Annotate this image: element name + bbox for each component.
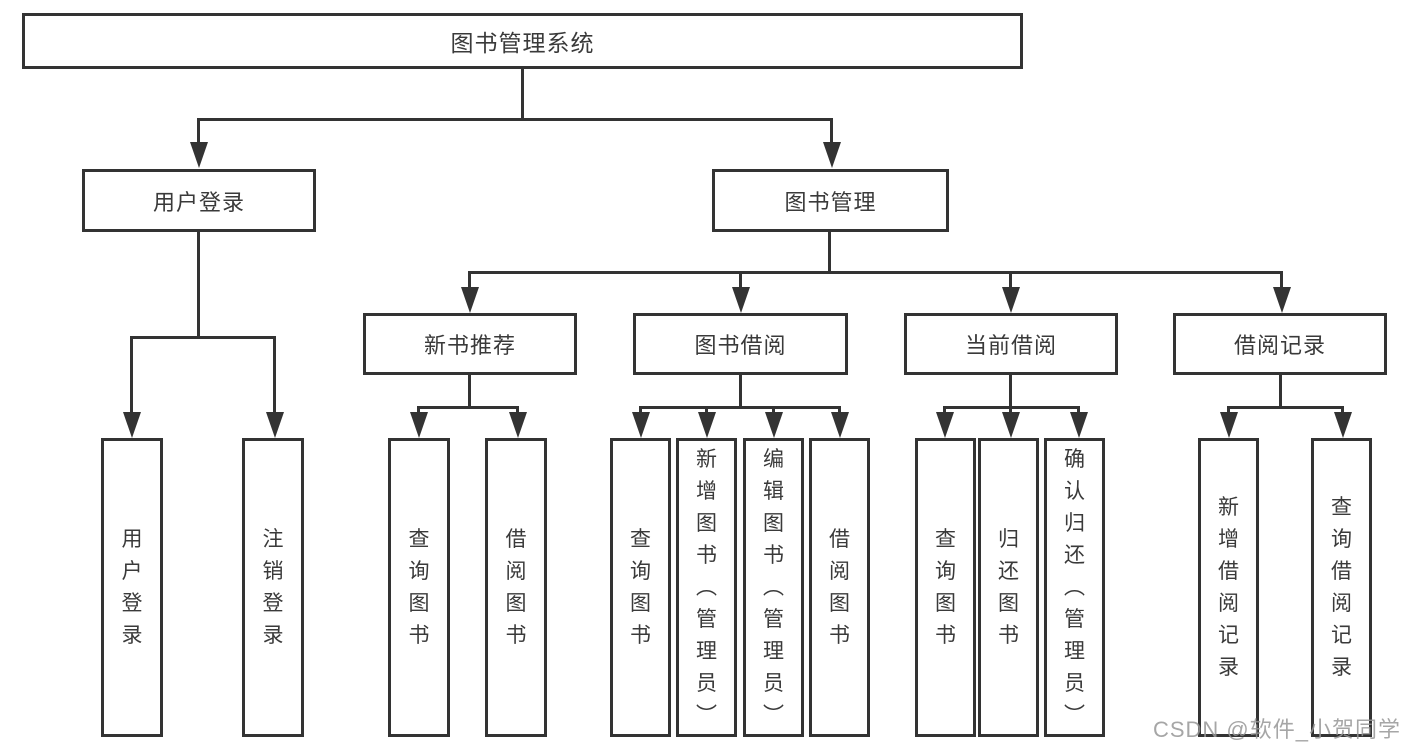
arrow-down-icon [1334,412,1352,438]
node-root: 图书管理系统 [22,13,1023,69]
line [739,271,742,291]
node-book-management-label: 图书管理 [784,189,877,215]
line [1227,406,1230,416]
line [705,406,708,416]
arrow-down-icon [823,142,841,168]
arrow-down-icon [765,412,783,438]
arrow-down-icon [936,412,954,438]
arrow-down-icon [632,412,650,438]
arrow-down-icon [410,412,428,438]
leaf-rec-borrow-books: 借阅图书 [485,438,547,737]
node-book-borrow-label: 图书借阅 [694,333,787,358]
leaf-current-return-books-label: 归还图书 [998,527,1019,647]
leaf-borrow-add-books-label: 新增图书︵管理员︶ [696,447,717,727]
node-borrow-records: 借阅记录 [1173,313,1387,375]
leaf-rec-query-books-label: 查询图书 [408,527,430,647]
line [197,118,833,121]
arrow-down-icon [732,287,750,313]
leaf-records-query-record: 查询借阅记录 [1311,438,1372,737]
line [1009,271,1012,291]
arrow-down-icon [190,142,208,168]
line [1280,271,1283,291]
leaf-rec-borrow-books-label: 借阅图书 [505,527,527,647]
leaf-current-confirm-return-label: 确认归还︵管理员︶ [1064,447,1085,727]
line [468,271,1283,274]
leaf-borrow-query-books-label: 查询图书 [630,527,651,647]
arrow-down-icon [1070,412,1088,438]
node-book-borrow: 图书借阅 [633,313,848,375]
node-user-login-label: 用户登录 [152,189,245,215]
line [516,406,519,416]
line [1009,375,1012,408]
line [273,336,276,414]
line [197,118,200,144]
leaf-borrow-borrow-books-label: 借阅图书 [829,527,850,647]
line [417,406,519,409]
watermark: CSDN @软件_小贺同学 [1152,717,1401,742]
leaf-records-add-record: 新增借阅记录 [1198,438,1259,737]
arrow-down-icon [1002,287,1020,313]
leaf-current-query-books: 查询图书 [915,438,976,737]
arrow-down-icon [461,287,479,313]
line [943,406,946,416]
leaf-records-query-record-label: 查询借阅记录 [1331,495,1352,679]
leaf-logout-label: 注销登录 [262,527,284,647]
arrow-down-icon [123,412,141,438]
leaf-current-query-books-label: 查询图书 [935,527,956,647]
node-borrow-records-label: 借阅记录 [1233,333,1326,358]
leaf-borrow-add-books: 新增图书︵管理员︶ [676,438,737,737]
line [197,232,200,338]
arrow-down-icon [1002,412,1020,438]
line [1077,406,1080,416]
node-new-book-recommend: 新书推荐 [363,313,577,375]
node-book-management: 图书管理 [712,169,949,232]
line [828,232,831,274]
arrow-down-icon [266,412,284,438]
node-current-borrow: 当前借阅 [904,313,1118,375]
line [1227,406,1344,409]
line [468,375,471,408]
node-new-book-recommend-label: 新书推荐 [423,333,516,358]
leaf-logout: 注销登录 [242,438,304,737]
line [639,406,642,416]
node-root-label: 图书管理系统 [450,30,595,56]
line [830,118,833,144]
line [772,406,775,416]
leaf-borrow-edit-books-label: 编辑图书︵管理员︶ [763,447,784,727]
line [521,69,524,118]
line [130,336,276,339]
leaf-borrow-borrow-books: 借阅图书 [809,438,870,737]
arrow-down-icon [1220,412,1238,438]
leaf-current-return-books: 归还图书 [978,438,1039,737]
line [1341,406,1344,416]
leaf-borrow-query-books: 查询图书 [610,438,671,737]
line [838,406,841,416]
leaf-current-confirm-return: 确认归还︵管理员︶ [1044,438,1105,737]
line [417,406,420,416]
leaf-rec-query-books: 查询图书 [388,438,450,737]
line [1279,375,1282,408]
line [1009,406,1012,416]
line [130,336,133,414]
arrow-down-icon [698,412,716,438]
leaf-user-login: 用户登录 [101,438,163,737]
node-user-login: 用户登录 [82,169,316,232]
leaf-records-add-record-label: 新增借阅记录 [1218,495,1239,679]
leaf-borrow-edit-books: 编辑图书︵管理员︶ [743,438,804,737]
line [639,406,841,409]
line [739,375,742,408]
node-current-borrow-label: 当前借阅 [964,333,1057,358]
line [468,271,471,291]
arrow-down-icon [1273,287,1291,313]
arrow-down-icon [831,412,849,438]
leaf-user-login-label: 用户登录 [121,527,143,647]
arrow-down-icon [509,412,527,438]
